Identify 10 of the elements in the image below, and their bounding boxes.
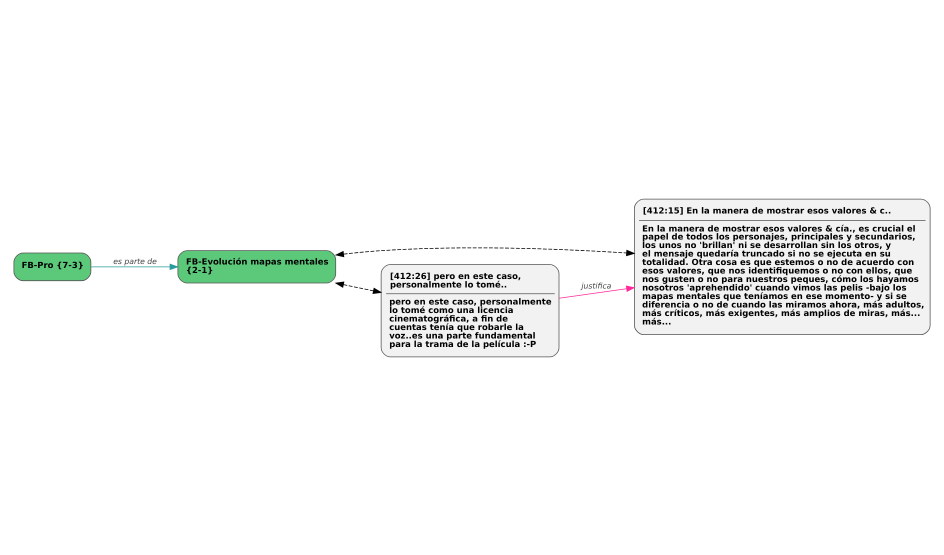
node-box: [412:15] En la manera de mostrar esos valores & c.. En la manera de mostrar esos valores & cía., es crucial el papel de todos los personajes, principales y secundarios, los unos no 'brillan' ni se desarrollan sin los otros, y el mensaje quedaría truncado si no se ejecuta en su totalidad. Otra cosa es que estemos o no de acuerdo con esos valores, que nos identifiquemos o no con ellos, que nos gusten o no para nuestros peques, cómo los hayamos nosotros 'aprehendido' cuando vimos las pelis -bajo los mapas mentales que teníamos en ese momento- y si se diferencia o no de cuando las miramos ahora, más adultos, más críticos, más exigentes, más amplios de miras, más... más... [634, 198, 930, 334]
node-box: [412:26] pero en este caso, personalmente lo tomé.. pero en este caso, personalmente lo tomé como una licencia cinematográfica, a fin de cuentas tenía que robarle la voz..es una parte fundamental para la trama de la película :-P [380, 264, 560, 357]
node-box: FB-Evolución mapas mentales {2-1} [178, 250, 336, 283]
arrow [558, 285, 636, 298]
edge-label: es parte de [113, 256, 157, 266]
arrow [334, 281, 382, 294]
arrow [334, 246, 636, 257]
arrow [90, 263, 179, 270]
node-box: FB-Pro {7-3} [14, 252, 92, 281]
edge-label: justifica [581, 280, 612, 290]
